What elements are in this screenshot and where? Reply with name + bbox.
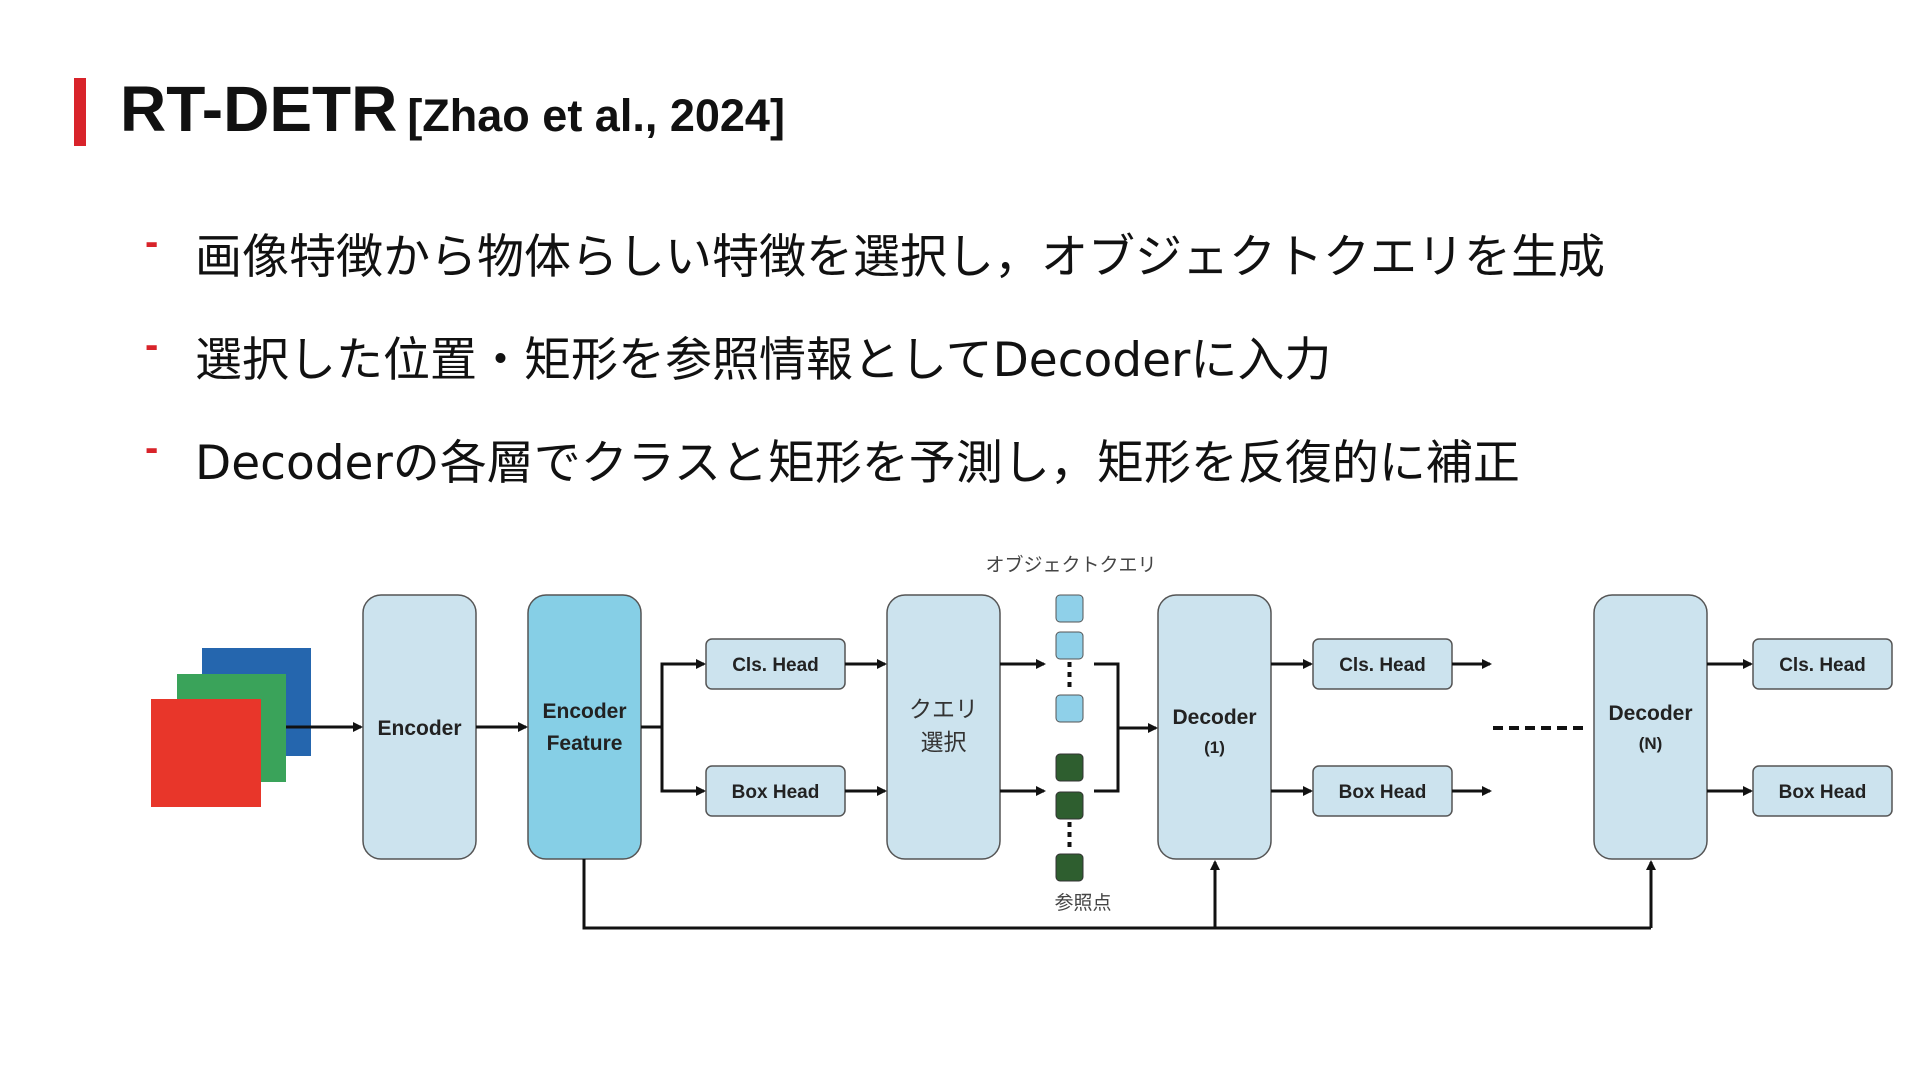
encoder-label: Encoder bbox=[377, 717, 461, 740]
object-query-square bbox=[1055, 594, 1084, 623]
query-select-block: クエリ 選択 bbox=[886, 594, 1001, 860]
query-select-label-line1: クエリ bbox=[909, 696, 978, 722]
decoder-n-label-line2: (N) bbox=[1639, 734, 1663, 753]
box-head-block: Box Head bbox=[1752, 765, 1893, 817]
bullet-text: 画像特徴から物体らしい特徴を選択し，オブジェクトクエリを生成 bbox=[195, 230, 1605, 285]
reference-point-square bbox=[1055, 791, 1084, 820]
object-query-square bbox=[1055, 694, 1084, 723]
box-head-label: Box Head bbox=[732, 782, 820, 803]
bullet-text: 選択した位置・矩形を参照情報としてDecoderに入力 bbox=[195, 333, 1332, 388]
title-accent-bar bbox=[74, 78, 86, 146]
query-select-label-line2: 選択 bbox=[921, 729, 967, 755]
reference-point-squares bbox=[1055, 753, 1084, 882]
decoder-1-block: Decoder (1) bbox=[1157, 594, 1272, 860]
input-channel-red bbox=[151, 699, 261, 807]
bracket-queries-refpoints bbox=[1094, 662, 1120, 793]
cls-head-label: Cls. Head bbox=[1779, 655, 1866, 676]
bullet-dash-icon: - bbox=[145, 323, 159, 367]
diagram-connectors bbox=[286, 659, 1753, 930]
encoder-block: Encoder bbox=[362, 594, 477, 860]
arrow-feature-to-cls-head bbox=[660, 659, 706, 727]
arrow-feature-to-box-head bbox=[660, 727, 706, 796]
box-head-label: Box Head bbox=[1779, 782, 1867, 803]
cls-head-block: Cls. Head bbox=[1312, 638, 1453, 690]
feature-skip-connection bbox=[582, 859, 1651, 930]
cls-head-block: Cls. Head bbox=[1752, 638, 1893, 690]
box-head-label: Box Head bbox=[1339, 782, 1427, 803]
title-citation: [Zhao et al., 2024] bbox=[407, 90, 785, 141]
bullet-dash-icon: - bbox=[145, 426, 159, 470]
cls-head-block: Cls. Head bbox=[705, 638, 846, 690]
title-main: RT-DETR bbox=[120, 73, 398, 145]
bullet-dash-icon: - bbox=[145, 220, 159, 264]
box-head-block: Box Head bbox=[1312, 765, 1453, 817]
input-image-stack-icon bbox=[151, 648, 311, 807]
decoder-1-label-line1: Decoder bbox=[1172, 706, 1256, 729]
cls-head-label: Cls. Head bbox=[1339, 655, 1426, 676]
cls-head-label: Cls. Head bbox=[732, 655, 819, 676]
box-head-block: Box Head bbox=[705, 765, 846, 817]
slide-title: RT-DETR[Zhao et al., 2024] bbox=[120, 72, 785, 146]
reference-point-square bbox=[1055, 753, 1084, 782]
encoder-feature-label-line1: Encoder bbox=[542, 700, 626, 723]
bullet-text: Decoderの各層でクラスと矩形を予測し，矩形を反復的に補正 bbox=[195, 436, 1520, 491]
reference-points-label: 参照点 bbox=[1054, 892, 1111, 914]
reference-point-square bbox=[1055, 853, 1084, 882]
object-query-label: オブジェクトクエリ bbox=[985, 553, 1156, 576]
decoder-1-label-line2: (1) bbox=[1204, 738, 1225, 757]
object-query-squares bbox=[1055, 594, 1084, 723]
encoder-feature-label-line2: Feature bbox=[547, 732, 623, 755]
object-query-square bbox=[1055, 631, 1084, 660]
decoder-n-block: Decoder (N) bbox=[1593, 594, 1708, 860]
decoder-n-label-line1: Decoder bbox=[1608, 702, 1692, 725]
encoder-feature-block: Encoder Feature bbox=[527, 594, 642, 860]
